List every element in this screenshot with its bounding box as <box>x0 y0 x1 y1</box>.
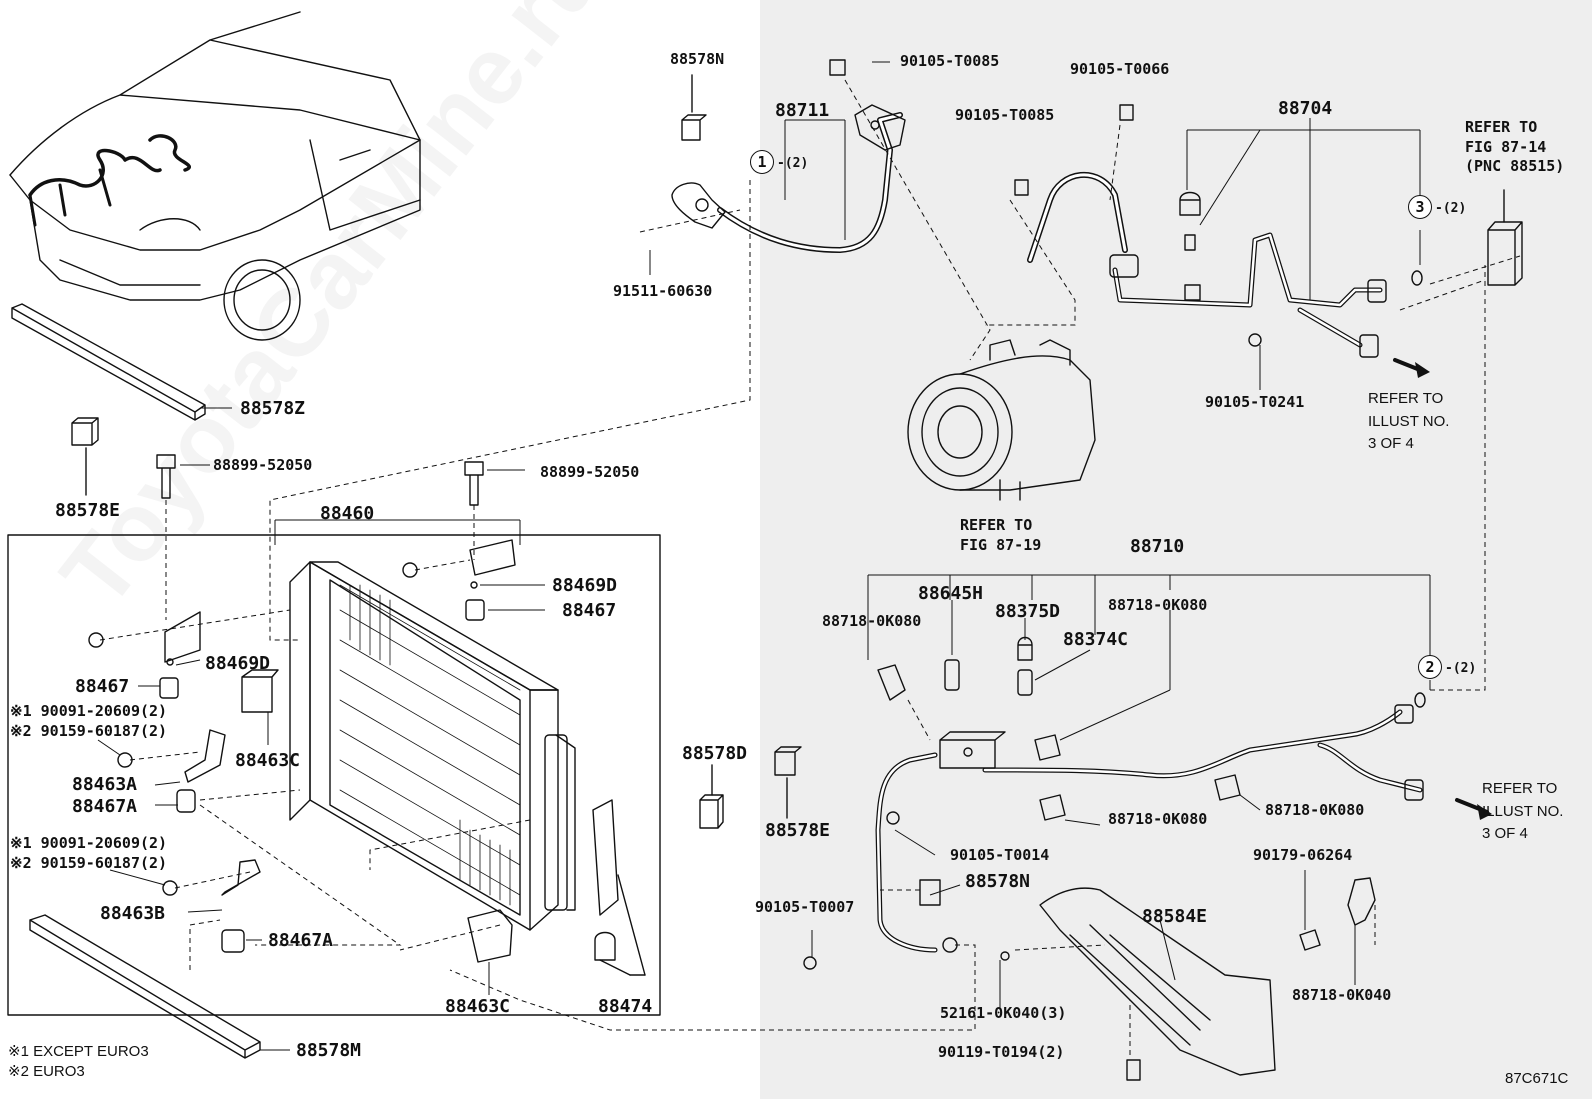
refer-fig-87-14: REFER TO FIG 87-14 (PNC 88515) <box>1465 118 1565 175</box>
label-88645H: 88645H <box>918 583 984 604</box>
label-88584E: 88584E <box>1142 906 1208 927</box>
label-88710: 88710 <box>1130 536 1185 557</box>
label-88467A-a: 88467A <box>72 796 138 817</box>
hose-88704 <box>1014 104 1423 358</box>
label-88460: 88460 <box>320 503 375 524</box>
undercover-88584E <box>1039 887 1276 1076</box>
strip-88578Z <box>11 303 206 421</box>
label-88718-0K080-a: 88718-0K080 <box>1108 596 1208 614</box>
label-88467-a: 88467 <box>562 600 617 621</box>
refer-illust-bottom: REFER TO ILLUST NO. 3 OF 4 <box>1482 780 1564 842</box>
label-footnote-2a: ※2 90159-60187(2) <box>10 722 168 740</box>
label-88711: 88711 <box>775 100 830 121</box>
label-88469D-b: 88469D <box>205 653 271 674</box>
condenser-88460 <box>289 561 576 931</box>
label-88463C-a: 88463C <box>235 750 301 771</box>
label-90105-T0066: 90105-T0066 <box>1070 60 1170 78</box>
label-88899-52050-a: 88899-52050 <box>213 456 313 474</box>
label-88469D-a: 88469D <box>552 575 618 596</box>
condenser-group-box <box>7 534 661 1016</box>
label-88578N-top: 88578N <box>670 50 725 68</box>
label-91511-60630: 91511-60630 <box>613 282 713 300</box>
label-90105-T0085-b: 90105-T0085 <box>955 106 1055 124</box>
circle-ref-2: 2 <box>1418 655 1442 679</box>
label-88578M: 88578M <box>296 1040 362 1061</box>
label-88578N-bottom: 88578N <box>965 871 1031 892</box>
circle-ref-1: 1 <box>750 150 774 174</box>
label-88467A-b: 88467A <box>268 930 334 951</box>
label-88899-52050-b: 88899-52050 <box>540 463 640 481</box>
circle-ref-2-qty: -(2) <box>1445 661 1477 676</box>
label-footnote-1a: ※1 90091-20609(2) <box>10 702 168 720</box>
label-footnote-1b: ※1 90091-20609(2) <box>10 834 168 852</box>
label-88463B: 88463B <box>100 903 166 924</box>
label-88467-b: 88467 <box>75 676 130 697</box>
label-88375D: 88375D <box>995 601 1061 622</box>
label-90105-T0241: 90105-T0241 <box>1205 393 1305 411</box>
label-88374C: 88374C <box>1063 629 1129 650</box>
footnote-2: ※2 EURO3 <box>8 1063 85 1080</box>
compressor <box>907 339 1096 501</box>
label-88718-0K040: 88718-0K040 <box>1292 986 1392 1004</box>
label-90105-T0007: 90105-T0007 <box>755 898 855 916</box>
label-88463C-b: 88463C <box>445 996 511 1017</box>
diagram-code: 87C671C <box>1505 1070 1569 1087</box>
label-88704: 88704 <box>1278 98 1333 119</box>
label-88578E-mid: 88578E <box>765 820 831 841</box>
vehicle-illustration <box>9 11 421 341</box>
circle-ref-1-qty: -(2) <box>777 156 809 171</box>
label-88718-0K080-c: 88718-0K080 <box>1108 810 1208 828</box>
label-52161-0K040: 52161-0K040(3) <box>940 1004 1067 1022</box>
label-88578E-left: 88578E <box>55 500 121 521</box>
shaded-right-panel <box>760 0 1592 1099</box>
refer-fig-87-19: REFER TO FIG 87-19 <box>960 516 1042 554</box>
circle-ref-3: 3 <box>1408 195 1432 219</box>
label-footnote-2b: ※2 90159-60187(2) <box>10 854 168 872</box>
label-88578D: 88578D <box>682 743 748 764</box>
label-88463A: 88463A <box>72 774 138 795</box>
label-90119-T0194: 90119-T0194(2) <box>938 1043 1065 1061</box>
label-90179-06264: 90179-06264 <box>1253 846 1353 864</box>
hose-88711 <box>671 59 906 253</box>
hose-88710 <box>803 636 1426 970</box>
footnote-1: ※1 EXCEPT EURO3 <box>8 1043 149 1060</box>
label-88718-0K080-d: 88718-0K080 <box>1265 801 1365 819</box>
dashed-leaders <box>99 79 1521 1055</box>
label-88474: 88474 <box>598 996 653 1017</box>
refer-illust-top: REFER TO ILLUST NO. 3 OF 4 <box>1368 390 1450 452</box>
label-90105-T0085-a: 90105-T0085 <box>900 52 1000 70</box>
label-88578Z: 88578Z <box>240 398 306 419</box>
circle-ref-3-qty: -(2) <box>1435 201 1467 216</box>
label-90105-T0014: 90105-T0014 <box>950 846 1050 864</box>
label-88718-0K080-b: 88718-0K080 <box>822 612 922 630</box>
solid-leaders <box>97 61 1431 1051</box>
